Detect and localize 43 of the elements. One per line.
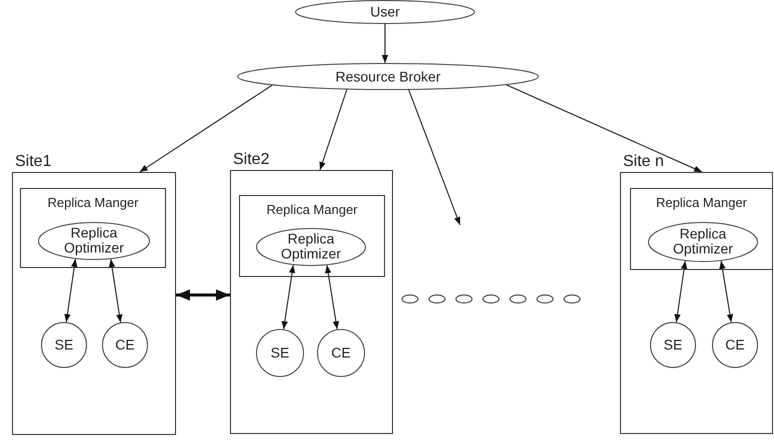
arrow	[108, 258, 122, 323]
circle-node	[317, 329, 365, 377]
node-label: Resource Broker	[334, 68, 442, 84]
arrow	[719, 260, 734, 323]
arrow	[64, 258, 78, 323]
node-label: Replica Manger	[265, 202, 359, 217]
node-label: SE	[662, 337, 684, 353]
site-label: Site2	[233, 151, 270, 169]
ellipse-node	[648, 222, 758, 262]
manager-box	[20, 188, 166, 268]
arrow	[674, 260, 688, 323]
node-label: SE	[270, 345, 290, 361]
node-label: Replica Manger	[654, 195, 748, 210]
manager-box	[630, 188, 773, 270]
ellipse-node	[237, 63, 539, 90]
circle-node	[650, 322, 696, 368]
arrow	[176, 289, 230, 301]
node-label: SE	[54, 337, 74, 353]
node-label: CE	[114, 337, 136, 353]
arrow	[139, 84, 273, 172]
circle-node	[256, 329, 304, 377]
ellipse-node	[295, 0, 475, 24]
node-label: Replica Manger	[46, 195, 140, 210]
circle-node	[102, 322, 148, 368]
node-label: Replica Optimizer	[672, 226, 734, 258]
node-label: CE	[330, 345, 352, 361]
node-label: Replica Optimizer	[63, 226, 125, 256]
ellipse-node	[256, 228, 366, 266]
site-label: Site n	[623, 153, 664, 171]
manager-box	[239, 195, 385, 277]
circle-node	[712, 322, 758, 368]
circle-node	[41, 322, 87, 368]
ellipse-node	[38, 222, 150, 260]
arrow	[325, 264, 340, 330]
arrow	[282, 264, 296, 330]
arrow	[408, 89, 460, 226]
site-label: Site1	[15, 153, 52, 171]
node-label: Replica Optimizer	[280, 232, 342, 262]
node-label: User	[369, 4, 401, 20]
arrow	[506, 84, 703, 172]
arrow	[382, 24, 388, 64]
node-label: CE	[724, 337, 746, 353]
arrow	[320, 89, 348, 170]
